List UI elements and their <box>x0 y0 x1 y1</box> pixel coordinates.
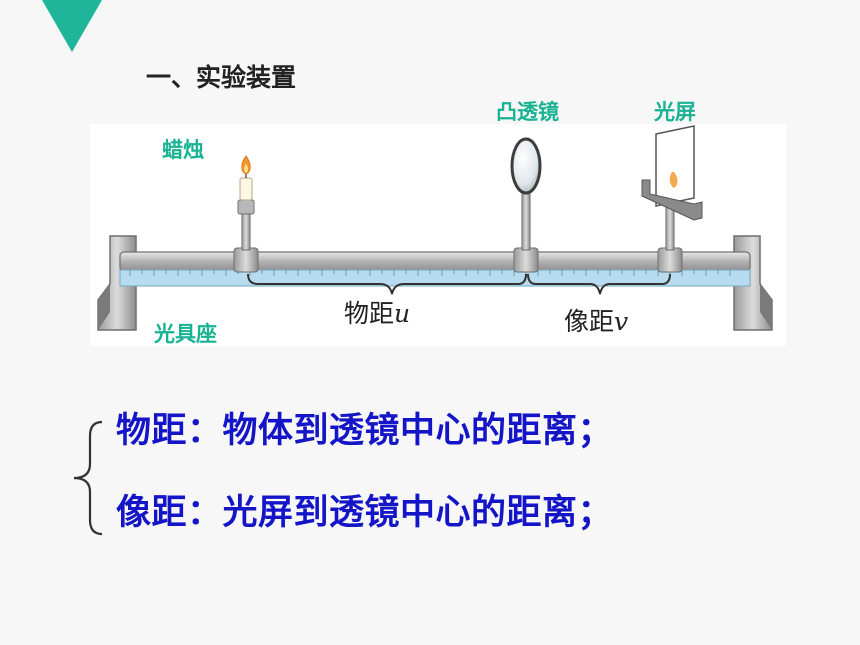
convex-lens-icon <box>510 137 542 195</box>
optical-bench-illustration <box>97 125 773 331</box>
lens-stand <box>510 137 542 273</box>
image-distance-text: 像距 <box>564 307 615 336</box>
lens-label: 凸透镜 <box>496 100 559 124</box>
image-distance-brace <box>527 273 671 295</box>
object-distance-definition: 物距：物体到透镜中心的距离； <box>116 411 614 451</box>
bench-rail <box>119 251 751 273</box>
bench-scale <box>119 269 751 287</box>
image-distance-label: 像距v <box>564 302 628 338</box>
candle-stand <box>233 155 259 273</box>
bench-label: 光具座 <box>154 322 217 346</box>
image-distance-definition: 像距：光屏到透镜中心的距离； <box>116 493 614 533</box>
light-screen-icon <box>655 125 695 207</box>
object-distance-brace <box>247 273 527 295</box>
candle-label: 蜡烛 <box>162 138 204 162</box>
screen-label: 光屏 <box>654 100 696 124</box>
definition-brace <box>73 420 103 536</box>
image-distance-var: v <box>614 307 629 336</box>
image-flame-icon <box>669 172 678 188</box>
corner-triangle-decoration <box>42 0 102 52</box>
screen-stand <box>641 125 703 273</box>
object-distance-var: u <box>394 299 411 328</box>
object-distance-text: 物距 <box>344 299 395 328</box>
section-title: 一、实验装置 <box>146 63 297 92</box>
optical-bench-diagram: 蜡烛 光具座 物距u 像距v <box>90 124 786 346</box>
candle-body <box>239 177 253 201</box>
object-distance-label: 物距u <box>344 294 410 330</box>
